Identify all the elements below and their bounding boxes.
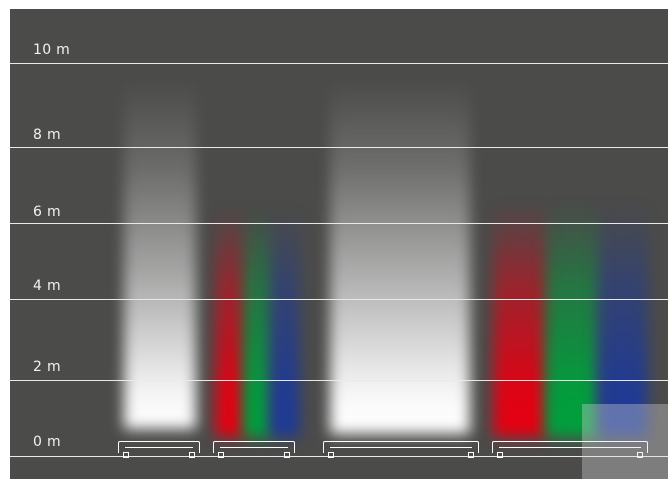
gridline-2m bbox=[10, 380, 668, 381]
beam-narrow-white bbox=[124, 79, 196, 429]
light-distribution-canvas: 10 m 8 m 6 m 4 m 2 m 0 m bbox=[10, 9, 668, 479]
mount-foot bbox=[123, 452, 129, 458]
scale-label-10m: 10 m bbox=[33, 42, 71, 58]
beam-wide-white bbox=[330, 79, 470, 434]
beam-narrow-blue bbox=[270, 209, 300, 437]
mount-foot bbox=[637, 452, 643, 458]
gridline-10m bbox=[10, 63, 668, 64]
scale-label-4m: 4 m bbox=[33, 278, 61, 294]
mount-foot bbox=[284, 452, 290, 458]
gridline-8m bbox=[10, 147, 668, 148]
luminaire-narrow-white bbox=[118, 441, 200, 458]
selection-overlay bbox=[582, 404, 668, 479]
luminaire-wide-rgb bbox=[492, 441, 648, 458]
mount-foot bbox=[189, 452, 195, 458]
gridline-6m bbox=[10, 223, 668, 224]
scale-label-6m: 6 m bbox=[33, 204, 61, 220]
mount-foot bbox=[218, 452, 224, 458]
scale-label-8m: 8 m bbox=[33, 127, 61, 143]
beam-wide-blue bbox=[598, 204, 648, 437]
gridline-0m bbox=[10, 456, 668, 457]
luminaire-wide-white bbox=[323, 441, 479, 458]
mount-foot bbox=[497, 452, 503, 458]
mount-foot bbox=[328, 452, 334, 458]
luminaire-narrow-rgb bbox=[213, 441, 295, 458]
beam-wide-red bbox=[494, 204, 548, 437]
scale-label-2m: 2 m bbox=[33, 359, 61, 375]
scale-label-0m: 0 m bbox=[33, 434, 61, 450]
gridline-4m bbox=[10, 299, 668, 300]
beam-wide-green bbox=[546, 204, 600, 437]
beam-narrow-green bbox=[244, 209, 272, 437]
beam-narrow-red bbox=[216, 209, 246, 437]
mount-foot bbox=[468, 452, 474, 458]
